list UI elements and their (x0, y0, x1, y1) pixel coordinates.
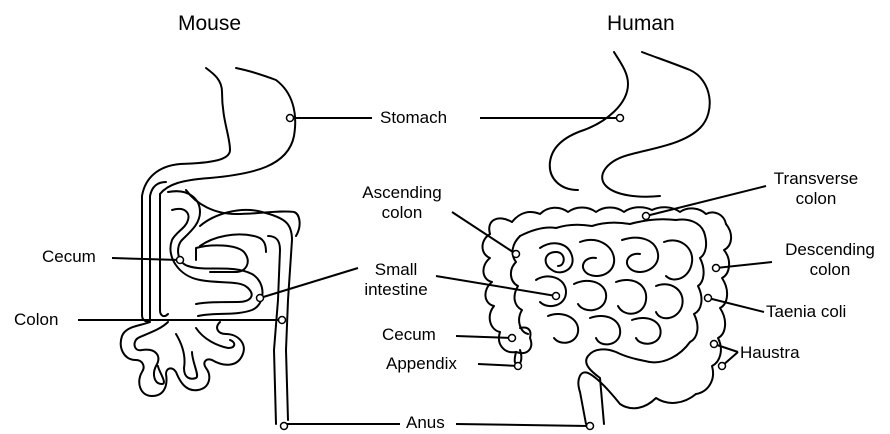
descending-colon-label: Descending colon (772, 240, 888, 280)
dot-anus-mouse (281, 423, 288, 430)
mouse-colon (200, 210, 292, 424)
human-transverse-colon (512, 207, 726, 236)
appendix-label: Appendix (386, 354, 457, 374)
dot-haustra-1 (711, 341, 718, 348)
dot-haustra-2 (719, 363, 726, 370)
ascending-colon-label-line2: colon (356, 203, 448, 223)
mouse-gut (121, 68, 300, 424)
stomach-label: Stomach (380, 108, 447, 128)
small-intestine-label: Small intestine (358, 260, 434, 300)
dot-anus-human (587, 423, 594, 430)
human-stomach (550, 52, 710, 197)
transverse-colon-label: Transverse colon (768, 169, 864, 209)
dot-ascending-colon (513, 251, 520, 258)
small-intestine-label-line2: intestine (358, 280, 434, 300)
dot-stomach-mouse (287, 115, 294, 122)
transverse-colon-label-line2: colon (768, 189, 864, 209)
taenia-coli-label: Taenia coli (766, 302, 846, 322)
human-title: Human (607, 12, 675, 36)
anus-label: Anus (406, 413, 445, 433)
leader-anus-human (456, 424, 588, 426)
mouse-title: Mouse (178, 12, 241, 36)
dot-stomach-human (617, 115, 624, 122)
dot-taenia-coli (705, 295, 712, 302)
leader-descending-colon (716, 262, 772, 268)
leader-taenia-coli (708, 298, 764, 312)
dot-small-intestine-mouse (257, 295, 264, 302)
cecum-human-label: Cecum (382, 325, 436, 345)
colon-mouse-label: Colon (14, 310, 58, 330)
ascending-colon-label-line1: Ascending (356, 183, 448, 203)
leader-appendix (478, 364, 518, 366)
dot-colon-mouse (279, 317, 286, 324)
leader-transverse-colon (646, 186, 766, 216)
mouse-stomach (142, 68, 295, 196)
dot-small-intestine-human (553, 293, 560, 300)
transverse-colon-label-line1: Transverse (768, 169, 864, 189)
human-small-intestine (536, 238, 692, 345)
cecum-mouse-label: Cecum (42, 247, 96, 267)
mouse-small-intestine-upper (142, 182, 168, 321)
dot-transverse-colon (643, 213, 650, 220)
descending-colon-label-line2: colon (772, 260, 888, 280)
dot-cecum-mouse (177, 257, 184, 264)
ascending-colon-label: Ascending colon (356, 183, 448, 223)
human-sigmoid-colon (578, 342, 696, 424)
small-intestine-label-line1: Small (358, 260, 434, 280)
leader-cecum-mouse (112, 258, 180, 260)
leader-small-intestine-mouse (260, 268, 358, 298)
mouse-small-intestine-loops (121, 322, 244, 396)
leader-ascending-colon (452, 212, 516, 254)
haustra-label: Haustra (740, 343, 800, 363)
dot-cecum-human (509, 335, 516, 342)
mouse-colon-top (186, 190, 300, 236)
dot-descending-colon (713, 265, 720, 272)
descending-colon-label-line1: Descending (772, 240, 888, 260)
leader-cecum-human (456, 336, 512, 338)
dot-appendix (515, 363, 522, 370)
